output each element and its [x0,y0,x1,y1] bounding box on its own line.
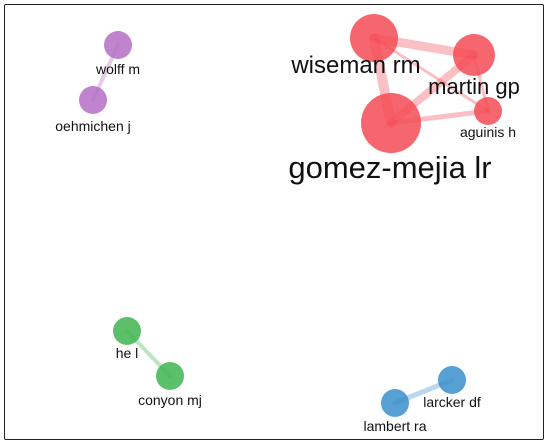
node-wiseman[interactable] [350,14,398,62]
node-gomez[interactable] [361,93,421,153]
node-label-conyon: conyon mj [138,392,202,408]
node-label-aguinis: aguinis h [460,124,516,140]
node-conyon[interactable] [156,362,184,390]
node-label-lambert: lambert ra [363,418,426,434]
node-label-martin: martin gp [428,74,520,99]
node-martin[interactable] [453,34,495,76]
labels-layer: gomez-mejia lr wiseman rm martin gp aguinis… [55,52,520,434]
nodes-layer [79,14,502,417]
node-label-gomez: gomez-mejia lr [288,150,491,185]
node-he[interactable] [113,317,141,345]
node-label-larcker: larcker df [423,394,481,410]
node-label-he: he l [116,345,139,361]
node-label-wiseman: wiseman rm [290,52,420,79]
node-wolff[interactable] [104,31,132,59]
node-oehmichen[interactable] [79,86,107,114]
node-lambert[interactable] [381,389,409,417]
node-aguinis[interactable] [474,97,502,125]
node-label-oehmichen: oehmichen j [55,118,131,134]
node-label-wolff: wolff m [95,61,140,77]
node-larcker[interactable] [438,366,466,394]
